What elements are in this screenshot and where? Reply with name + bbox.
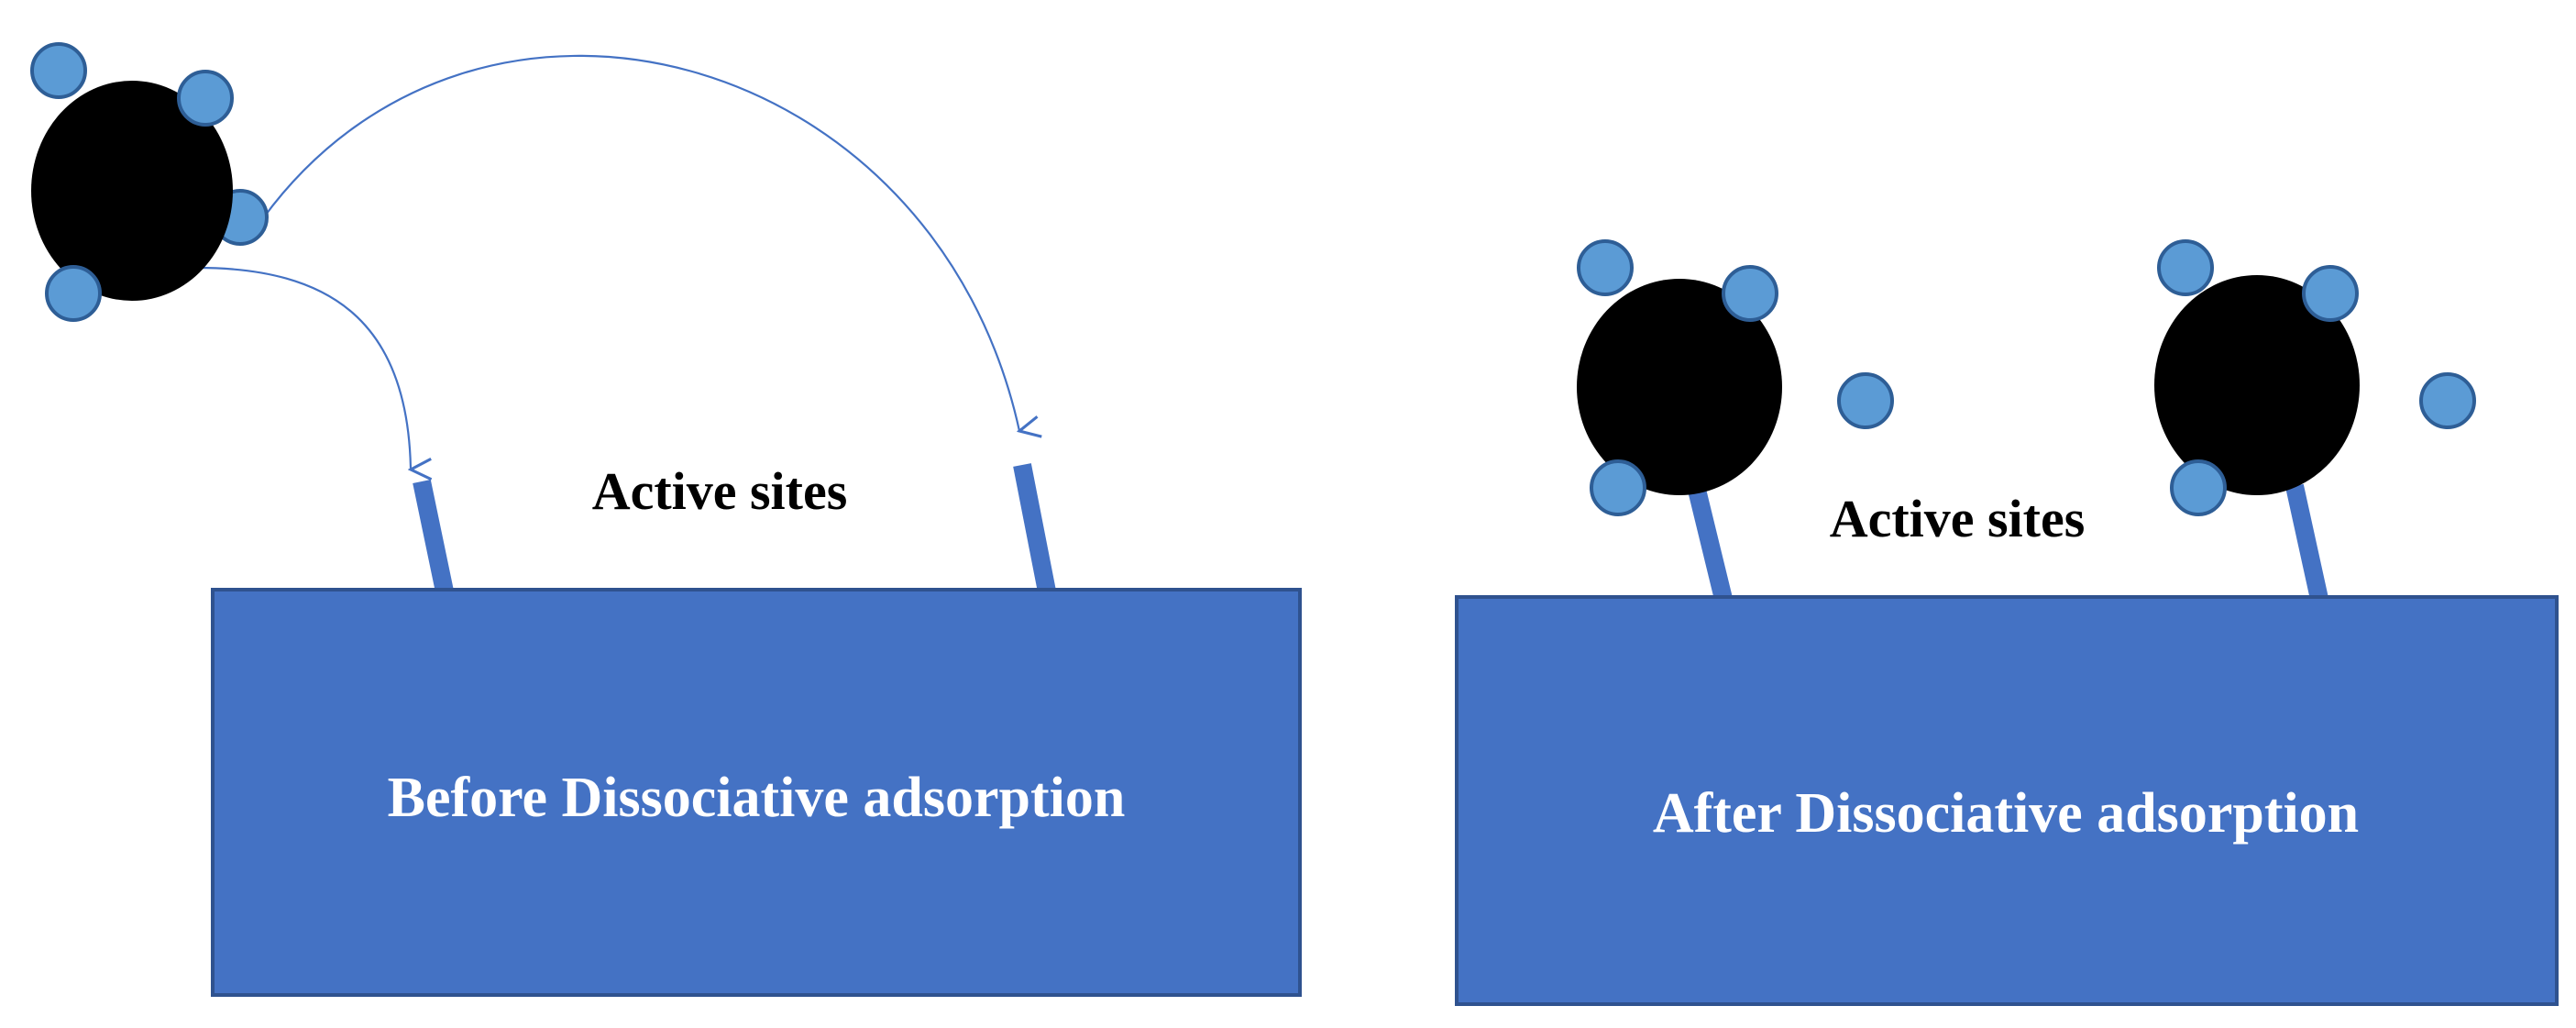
- active-site-stick: [1013, 463, 1056, 593]
- adsorption-bond: [2285, 483, 2328, 602]
- arrow-to-site-1: [196, 266, 411, 470]
- surface-label-before: Before Dissociative adsorption: [388, 767, 1126, 829]
- catalyst-surface-after: [1455, 595, 2559, 1006]
- active-site-stick: [413, 479, 454, 594]
- atom-small: [1590, 459, 1646, 516]
- atom-large: [1577, 279, 1782, 495]
- atom-small: [2302, 265, 2359, 322]
- arrow-to-site-2: [262, 54, 1019, 431]
- after-panel: Active sites After Dissociative adsorpti…: [1455, 239, 2559, 1006]
- atom-small: [30, 42, 87, 99]
- atom-small: [2170, 459, 2227, 516]
- fragment-1: [1577, 239, 1782, 602]
- surface-label-after: After Dissociative adsorption: [1653, 782, 2359, 845]
- active-sites-label-before: Active sites: [592, 461, 848, 521]
- catalyst-surface-before: [211, 588, 1302, 997]
- before-panel: Active sites Before Dissociative adsorpt…: [30, 42, 1302, 997]
- atom-small: [1577, 239, 1634, 296]
- active-sites-label-after: Active sites: [1830, 489, 2086, 548]
- free-atom: [2419, 372, 2476, 429]
- atom-small: [2157, 239, 2214, 296]
- atom-small: [45, 265, 102, 322]
- atom-large: [31, 81, 233, 301]
- molecule-before: [30, 42, 269, 322]
- adsorption-bond: [1687, 483, 1733, 602]
- atom-small: [1722, 265, 1778, 322]
- fragment-2: [2154, 239, 2360, 602]
- atom-large: [2154, 275, 2360, 495]
- free-atom: [1837, 372, 1894, 429]
- atom-small: [177, 70, 234, 127]
